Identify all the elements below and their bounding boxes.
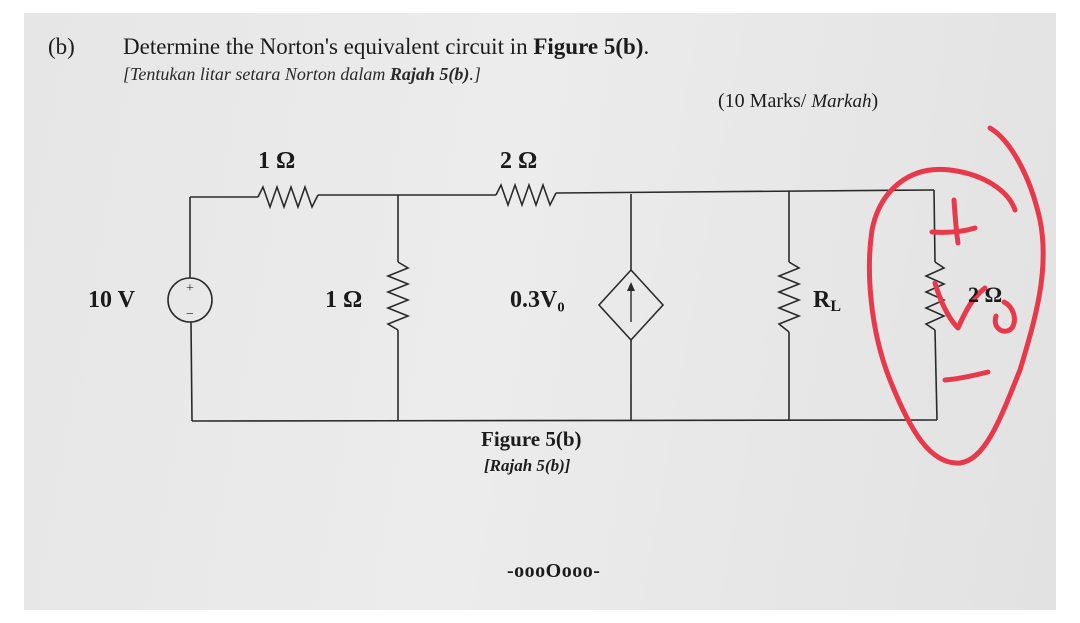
annotation-minus	[942, 369, 991, 383]
dependent-current-source	[597, 268, 665, 342]
question-translation: [Tentukan litar setara Norton dalam Raja…	[123, 64, 481, 85]
question-translation-end: .]	[469, 64, 481, 84]
annotation-circle	[866, 125, 1046, 466]
right-resistor-label: 2 Ω	[968, 282, 1003, 307]
marks-label: (10 Marks/ Markah)	[718, 90, 878, 113]
question-part-label: (b)	[48, 34, 75, 59]
resistor-right	[924, 261, 946, 331]
minus-icon: −	[186, 307, 194, 322]
marks-text: (10 Marks/	[718, 90, 812, 112]
question-figure-ref: Figure 5(b)	[533, 34, 644, 59]
arrow-up-icon	[627, 282, 635, 291]
r2-label: 2 Ω	[500, 148, 538, 174]
r1-label: 1 Ω	[258, 148, 296, 174]
question-text-main: Determine the Norton's equivalent circui…	[123, 34, 534, 59]
figure-caption-translation: [Rajah 5(b)]	[484, 456, 571, 475]
resistor-r3	[385, 261, 411, 331]
resistor-r2	[495, 182, 557, 208]
plus-icon: +	[186, 281, 194, 296]
load-subscript: L	[830, 298, 842, 315]
load-label: RL	[813, 287, 841, 316]
handwritten-annotation	[866, 125, 1046, 466]
source-label: 10 V	[88, 287, 135, 313]
question-text-end: .	[643, 34, 650, 59]
end-mark: -oooOooo-	[507, 560, 601, 582]
annotation-plus-horizontal	[929, 225, 978, 235]
exam-paper	[24, 13, 1056, 610]
figure-caption: Figure 5(b)	[481, 427, 582, 451]
dependent-source-label: 0.3V₀	[510, 287, 565, 313]
resistor-load	[776, 261, 802, 333]
question-translation-ref: Rajah 5(b)	[389, 64, 470, 84]
question-text: Determine the Norton's equivalent circui…	[123, 34, 649, 60]
r3-label: 1 Ω	[325, 287, 363, 313]
question-translation-main: [Tentukan litar setara Norton dalam	[123, 64, 390, 84]
resistor-r1	[257, 184, 319, 210]
annotation-plus-vertical	[951, 197, 961, 246]
load-letter: R	[813, 287, 831, 313]
voltage-source: + −	[167, 277, 213, 323]
annotation-o-subscript	[992, 299, 1017, 334]
marks-text-italic: Markah	[811, 91, 872, 112]
marks-text-end: )	[871, 90, 879, 112]
annotation-v-letter	[932, 280, 988, 331]
circuit-wires	[189, 189, 938, 422]
